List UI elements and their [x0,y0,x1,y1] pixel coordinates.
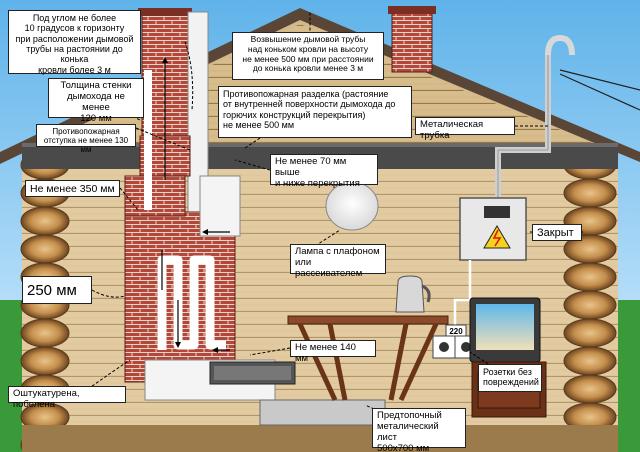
pipe-hook [545,34,575,56]
overhead-wire-2 [559,73,640,111]
note-min-140: Не менее 140 мм [290,340,376,364]
note-sockets: Розетки без повреждений [478,364,542,392]
tv-screen [476,304,534,350]
note-250mm: 250 мм [22,276,92,304]
voltage-tag [445,324,467,337]
socket-left-holes [439,342,449,352]
metal-sheet [259,399,386,426]
note-plastered: Оштукатурена, побелена [8,386,126,410]
kettle [395,275,425,313]
note-fire-cut: Противопожарная разделка (растояние от в… [218,86,412,138]
wiring [453,260,472,340]
right-log-ends [563,150,617,452]
small-chimney-cap [388,6,436,14]
note-wall-thickness: Толщина стенки дымохода не менее 120 мм [48,78,144,124]
note-chimney-height: Возвышение дымовой трубы над коньком кро… [232,32,384,80]
flue-channels [157,255,226,350]
metal-pipe-edge [497,55,549,200]
socket-right-holes [461,342,471,352]
chimney-cap [138,8,192,16]
note-metal-sheet: Предтопочный металический лист 500x700 м… [372,408,466,452]
table-top [287,315,449,325]
stove-neck [124,175,186,217]
floor [22,425,618,452]
note-above-below-ceiling: Не менее 70 мм выше и ниже перекрытия [270,154,378,189]
note-min-350: Не менее 350 мм [25,180,120,197]
overhead-wire-1 [559,69,640,91]
note-fire-gap: Противопожарная отступка не менее 130 мм [36,124,136,154]
panel-meter-window [484,206,510,218]
stove-side-panel [199,175,241,237]
note-chimney-angle: Под углом не более 10 градусов к горизон… [8,10,141,75]
table-legs [297,322,439,402]
small-chimney [391,9,433,73]
voltage-label: 220 [449,327,463,336]
note-metal-pipe: Металическая трубка [415,117,515,141]
lightning-bolt-icon [492,229,502,247]
kettle-handle [421,284,431,303]
smoke-arrows [161,250,178,345]
stove-door-panel [214,366,291,380]
ceiling-highlight [22,143,618,147]
high-voltage-icon [483,225,511,249]
note-closed: Закрыт [532,224,582,241]
note-lamp: Лампа с плафоном или рассеивателем [290,244,386,279]
